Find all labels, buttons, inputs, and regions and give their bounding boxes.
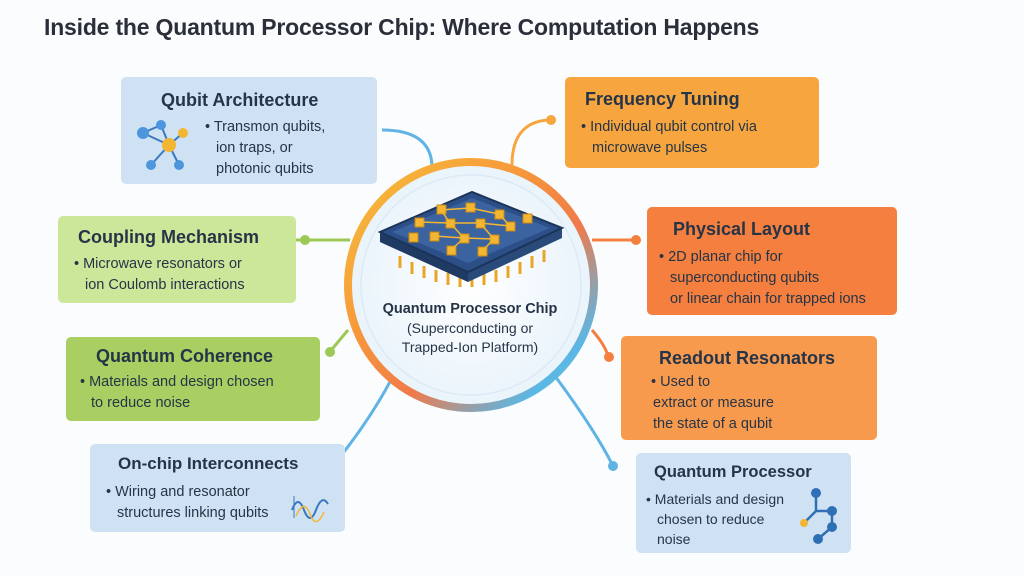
box-line: extract or measure [653,395,774,411]
node-graph-icon [800,488,837,544]
box-body: • Transmon qubits, ion traps, or photoni… [205,117,325,180]
box-quantum-processor: Quantum Processor • Materials and design… [636,453,851,553]
box-body: • Individual qubit control via microwave… [581,117,757,159]
box-line: • Microwave resonators or [74,256,242,272]
box-body: • Used to extract or measure the state o… [651,372,774,435]
box-body: • Microwave resonators or ion Coulomb in… [74,254,245,296]
connector-dot [546,115,556,125]
box-line: structures linking qubits [117,505,269,521]
connector-frequency [510,118,557,166]
box-line: or linear chain for trapped ions [670,291,866,307]
processor-chip-icon [377,190,565,287]
center-label: Quantum Processor Chip (Superconducting … [360,300,580,357]
box-line: to reduce noise [91,395,191,411]
box-line: photonic qubits [216,161,314,177]
box-title: Quantum Coherence [96,346,274,366]
box-title: Quantum Processor [654,463,812,481]
box-body: • Wiring and resonator structures linkin… [106,482,269,524]
box-line: noise [657,531,691,547]
box-title: On-chip Interconnects [118,454,299,473]
box-line: • 2D planar chip for [659,249,783,265]
connector-dot [300,235,310,245]
connector-dot [631,235,641,245]
connector-qubit-architecture [381,128,434,166]
box-line: • Wiring and resonator [106,484,250,500]
box-title: Physical Layout [673,219,811,239]
center-title: Quantum Processor Chip [382,301,558,317]
connector-dot [325,347,335,357]
box-qubit-architecture: Qubit Architecture • Transmon qubits, io… [121,77,377,184]
box-body: • Materials and design chosen to reduce … [80,372,274,414]
box-body: • 2D planar chip for superconducting qub… [659,247,866,310]
box-line: superconducting qubits [670,270,820,286]
box-title: Qubit Architecture [161,90,319,110]
box-line: • Individual qubit control via [581,119,757,135]
box-title: Readout Resonators [659,348,836,368]
box-readout-resonators: Readout Resonators • Used to extract or … [621,336,877,440]
box-title: Frequency Tuning [585,89,740,109]
connector-readout [590,329,610,357]
box-line: microwave pulses [592,140,708,156]
box-line: chosen to reduce [657,511,765,527]
box-coupling-mechanism: Coupling Mechanism • Microwave resonator… [58,216,296,303]
box-line: • Materials and design [646,491,784,507]
box-line: ion Coulomb interactions [85,277,245,293]
box-line: • Used to [651,374,711,390]
qubit-network-icon [137,120,188,170]
box-quantum-coherence: Quantum Coherence • Materials and design… [66,337,320,421]
box-line: • Transmon qubits, [205,119,326,135]
connector-processor [553,375,615,467]
connector-dot [608,461,618,471]
box-physical-layout: Physical Layout • 2D planar chip for sup… [647,207,897,315]
box-body: • Materials and design chosen to reduce … [646,489,784,549]
box-line: the state of a qubit [653,416,773,432]
box-title: Coupling Mechanism [78,227,260,247]
connector-dot [604,352,614,362]
box-frequency-tuning: Frequency Tuning • Individual qubit cont… [565,77,819,168]
center-subtitle-line1: (Superconducting or [406,320,534,336]
page-title: Inside the Quantum Processor Chip: Where… [44,14,760,40]
center-subtitle-line2: Trapped-Ion Platform) [401,339,539,355]
box-line: • Materials and design chosen [80,374,274,390]
waveform-icon [291,496,329,523]
box-line: ion traps, or [216,140,293,156]
box-onchip-interconnects: On-chip Interconnects • Wiring and reson… [90,444,345,532]
